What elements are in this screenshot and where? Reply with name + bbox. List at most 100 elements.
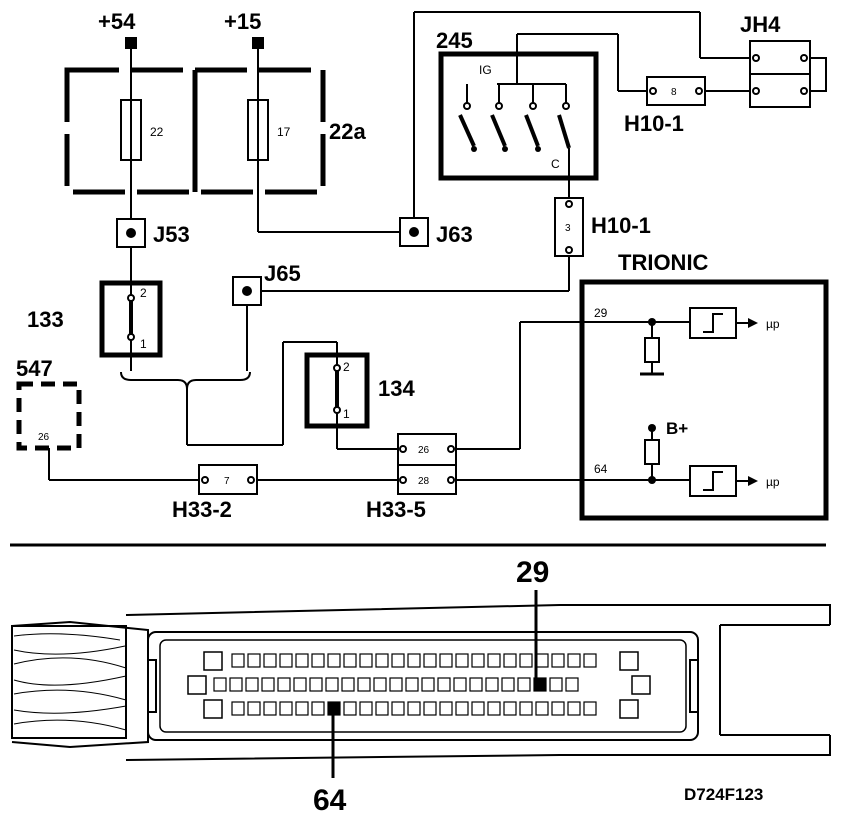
pin-cavity	[453, 677, 467, 692]
pin-cavity	[439, 701, 453, 716]
junction-j65-label: J65	[264, 261, 301, 286]
trionic-ecu	[579, 279, 829, 521]
fuse-box: 22 17 22a	[64, 67, 366, 195]
pin-cavity	[293, 677, 307, 692]
pin-cavity	[231, 653, 245, 668]
connector-h10-1-pin8-number: 8	[671, 87, 677, 98]
pin-cavity	[343, 653, 357, 668]
trionic-bplus: B+	[666, 419, 688, 438]
pin-cavity	[357, 677, 371, 692]
pin-cavity	[375, 701, 389, 716]
pin-cavity	[519, 653, 533, 668]
pin-cavity	[583, 701, 597, 716]
pin-cavity	[437, 677, 451, 692]
pin-cavity	[455, 653, 469, 668]
pin-cavity	[423, 653, 437, 668]
ignition-contacts	[458, 84, 571, 152]
pin-cavity	[295, 653, 309, 668]
callout-29: 29	[516, 556, 549, 589]
pin-cavity	[455, 701, 469, 716]
switch-245-label: 245	[436, 28, 473, 53]
pin-cavity	[487, 701, 501, 716]
component-547-pin: 26	[38, 432, 50, 443]
pull-up-resistor	[644, 439, 660, 465]
ecu-connector-view	[11, 604, 831, 761]
pin-cavity	[279, 701, 293, 716]
pin-cavity	[407, 701, 421, 716]
pin-cavity-large	[187, 675, 207, 695]
pin-cavity	[551, 701, 565, 716]
pin-cavity	[359, 701, 373, 716]
connector-h33-5-pin-26: 26	[418, 445, 430, 456]
connector-h33-2-pin: 7	[224, 476, 230, 487]
pin-cavity	[263, 653, 277, 668]
connector-h10-1-top-label: H10-1	[624, 111, 684, 136]
pin-cavity	[327, 653, 341, 668]
drawing-code: D724F123	[684, 785, 763, 804]
switch-133-label: 133	[27, 307, 64, 332]
supply-plus54-label: +54	[98, 9, 136, 34]
pin-cavity	[245, 677, 259, 692]
connector-h10-1-mid-label: H10-1	[591, 213, 651, 238]
pin-cavity	[277, 677, 291, 692]
pin-cavity	[567, 653, 581, 668]
pin-cavity	[503, 701, 517, 716]
pin-cavity	[407, 653, 421, 668]
connector-h10-1-pin3-number: 3	[565, 223, 571, 234]
ignition-ig-label: IG	[479, 63, 492, 77]
pin-cavity	[421, 677, 435, 692]
pin-cavity	[373, 677, 387, 692]
pin-cavity-large	[631, 675, 651, 695]
pin-cavity	[391, 653, 405, 668]
callout-64: 64	[313, 784, 347, 816]
connector-pin-grid	[187, 651, 651, 719]
pin-cavity	[263, 701, 277, 716]
pin-cavity	[583, 653, 597, 668]
pin-cavity	[501, 677, 515, 692]
terminal-plus54	[125, 37, 137, 49]
pin-cavity	[341, 677, 355, 692]
pin-cavity	[311, 653, 325, 668]
pin-cavity	[309, 677, 323, 692]
connector-h33-5-label: H33-5	[366, 497, 426, 522]
pin-cavity-large	[203, 699, 223, 719]
pin-cavity	[535, 701, 549, 716]
switch-134-pin1: 1	[343, 407, 350, 421]
pin-cavity	[517, 677, 531, 692]
pin-cavity	[231, 701, 245, 716]
trionic-pin-29: 29	[594, 306, 608, 320]
connector-h33-5	[397, 433, 457, 495]
pin-cavity	[503, 653, 517, 668]
pin-cavity	[359, 653, 373, 668]
pin-cavity	[469, 677, 483, 692]
connector-h33-5-pin-28: 28	[418, 476, 430, 487]
terminal-plus15	[252, 37, 264, 49]
trionic-title: TRIONIC	[618, 250, 709, 275]
pin-cavity	[519, 701, 533, 716]
pin-cavity	[487, 653, 501, 668]
component-547-label: 547	[16, 356, 53, 381]
pin-cavity	[551, 653, 565, 668]
pin-cavity	[261, 677, 275, 692]
fuse-17-number: 17	[277, 125, 291, 139]
pin-cavity	[549, 677, 563, 692]
junction-j63-label: J63	[436, 222, 473, 247]
pin-cavity	[279, 653, 293, 668]
switch-134-pin2: 2	[343, 360, 350, 374]
switch-133-pin2: 2	[140, 286, 147, 300]
pin-cavity-large	[203, 651, 223, 671]
pin-cavity	[565, 677, 579, 692]
trionic-pin-64: 64	[594, 462, 608, 476]
pin-cavity	[391, 701, 405, 716]
pin-cavity-large	[619, 651, 639, 671]
junction-j53-label: J53	[153, 222, 190, 247]
connector-jh4	[749, 40, 827, 108]
pin-cavity	[439, 653, 453, 668]
switch-134-label: 134	[378, 376, 415, 401]
pin-cavity	[471, 653, 485, 668]
pin-cavity	[485, 677, 499, 692]
pin-cavity	[247, 701, 261, 716]
trionic-mu-top: µp	[766, 317, 780, 331]
